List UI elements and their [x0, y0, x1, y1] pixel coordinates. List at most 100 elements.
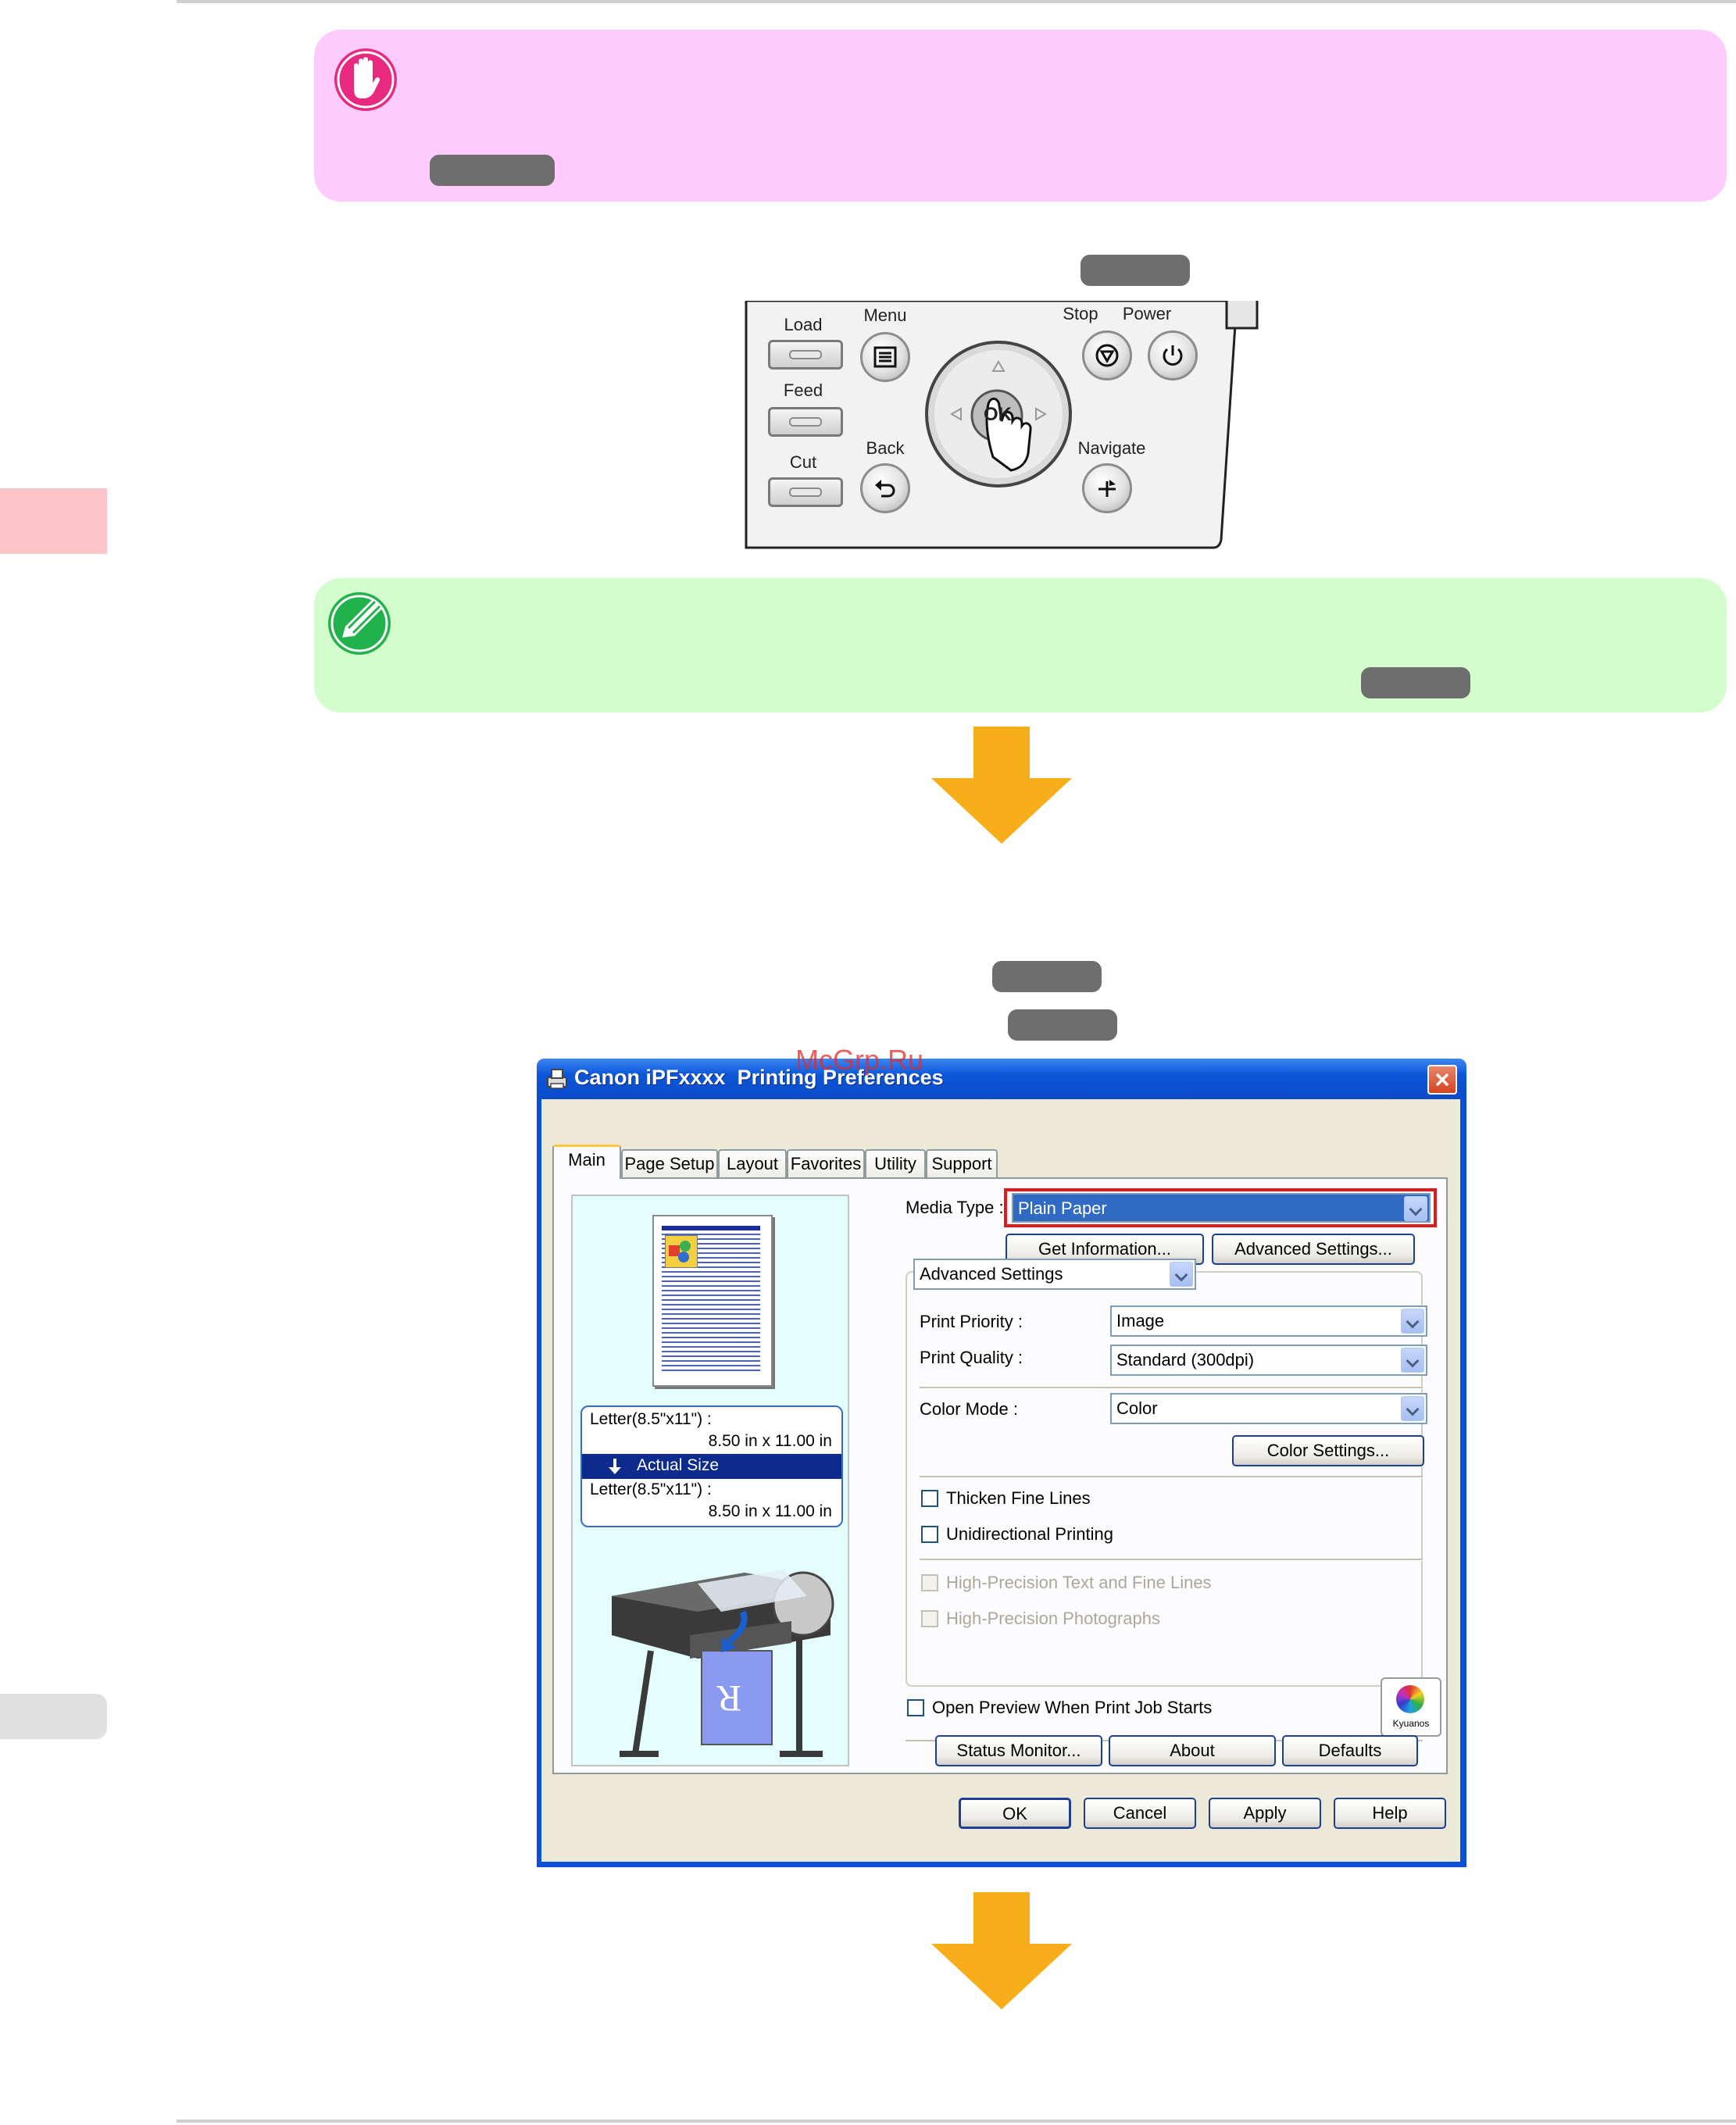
feed-label: Feed [783, 380, 823, 400]
image-thumbnail [665, 1235, 698, 1268]
chevron-down-icon [1404, 1196, 1427, 1221]
power-button [1148, 330, 1198, 380]
high-precision-photos-checkbox [921, 1610, 938, 1627]
svg-text:R: R [716, 1677, 741, 1719]
stop-icon [1095, 344, 1119, 367]
high-precision-photos-label: High-Precision Photographs [946, 1609, 1160, 1628]
apply-button[interactable]: Apply [1209, 1798, 1321, 1829]
back-arrow-icon [875, 480, 895, 498]
open-preview-label: Open Preview When Print Job Starts [932, 1698, 1213, 1717]
scaling-label: Actual Size [637, 1456, 720, 1474]
dialog-title: Canon iPFxxxx Printing Preferences [574, 1066, 944, 1089]
source-paper-name: Letter(8.5"x11") : [590, 1410, 712, 1428]
tab-layout[interactable]: Layout [718, 1149, 787, 1179]
back-button [860, 463, 910, 513]
reference-link[interactable] [1008, 1009, 1117, 1041]
scaling-bar: Actual Size [582, 1454, 841, 1479]
page-side-tab [0, 1694, 107, 1739]
menu-icon [873, 346, 897, 368]
divider [920, 1476, 1423, 1478]
stop-hand-icon [334, 48, 397, 111]
output-paper-size: 8.50 in x 11.00 in [708, 1502, 832, 1520]
reference-link[interactable] [992, 961, 1102, 992]
main-tab-panel: Letter(8.5"x11") : 8.50 in x 11.00 in Ac… [552, 1177, 1448, 1774]
printing-preferences-dialog: Canon iPFxxxx Printing Preferences Main … [537, 1059, 1466, 1867]
cut-label: Cut [789, 452, 817, 472]
top-rule [177, 0, 1736, 3]
ok-button[interactable]: OK [959, 1798, 1071, 1829]
important-callout [314, 30, 1727, 202]
down-arrow-icon [931, 727, 1072, 844]
media-type-label: Media Type : [906, 1198, 1004, 1217]
menu-label: Menu [863, 305, 907, 325]
unidirectional-printing-checkbox[interactable] [921, 1526, 938, 1543]
chevron-down-icon [1401, 1309, 1424, 1334]
pencil-icon [328, 592, 391, 655]
high-precision-text-checkbox [921, 1574, 938, 1591]
advanced-settings-button[interactable]: Advanced Settings... [1212, 1234, 1415, 1265]
down-arrow-icon [609, 1459, 621, 1474]
stop-label: Stop [1063, 304, 1098, 323]
high-precision-text-label: High-Precision Text and Fine Lines [946, 1573, 1212, 1592]
output-paper-name: Letter(8.5"x11") : [590, 1480, 712, 1498]
divider [920, 1559, 1423, 1561]
chapter-side-tab [0, 488, 107, 554]
tab-support[interactable]: Support [926, 1149, 998, 1179]
watermark: McGrp.Ru [795, 1044, 924, 1076]
kyuanos-logo: Kyuanos [1381, 1677, 1441, 1737]
unidirectional-printing-label: Unidirectional Printing [946, 1524, 1113, 1544]
back-label: Back [866, 438, 905, 458]
feed-button [768, 407, 843, 437]
divider [920, 1387, 1423, 1389]
help-button[interactable]: Help [1334, 1798, 1446, 1829]
load-label: Load [784, 315, 823, 334]
reference-link[interactable] [1361, 667, 1470, 698]
reference-link[interactable] [1081, 255, 1190, 286]
settings-mode-select[interactable]: Advanced Settings [913, 1259, 1196, 1290]
power-label: Power [1122, 304, 1172, 323]
source-paper-size: 8.50 in x 11.00 in [708, 1432, 832, 1450]
media-type-select[interactable]: Plain Paper [1012, 1193, 1431, 1223]
page-preview [652, 1215, 773, 1387]
bottom-rule [177, 2120, 1736, 2123]
close-icon [1435, 1073, 1449, 1087]
load-button [768, 340, 843, 370]
dialog-body: Main Page Setup Layout Favorites Utility… [541, 1099, 1460, 1862]
close-button[interactable] [1427, 1065, 1457, 1095]
color-mode-label: Color Mode : [920, 1399, 1018, 1419]
printer-app-icon [547, 1069, 567, 1089]
tab-favorites[interactable]: Favorites [787, 1149, 865, 1179]
navigate-icon [1098, 480, 1116, 497]
status-monitor-button[interactable]: Status Monitor... [935, 1735, 1102, 1766]
note-callout [314, 578, 1727, 712]
dialog-title-bar: Canon iPFxxxx Printing Preferences [537, 1059, 1466, 1099]
navigate-label: Navigate [1077, 438, 1146, 458]
print-quality-select[interactable]: Standard (300dpi) [1110, 1345, 1427, 1376]
color-settings-button[interactable]: Color Settings... [1232, 1435, 1424, 1466]
color-mode-value: Color [1116, 1398, 1158, 1418]
chevron-down-icon [1401, 1348, 1424, 1373]
thicken-fine-lines-checkbox[interactable] [921, 1490, 938, 1507]
open-preview-checkbox[interactable] [907, 1699, 924, 1716]
defaults-button[interactable]: Defaults [1282, 1735, 1418, 1766]
print-priority-select[interactable]: Image [1110, 1305, 1427, 1337]
cancel-button[interactable]: Cancel [1084, 1798, 1196, 1829]
reference-link[interactable] [430, 155, 555, 186]
print-priority-label: Print Priority : [920, 1312, 1023, 1331]
power-icon [1163, 345, 1183, 366]
printer-illustration: R [612, 1570, 834, 1757]
navigate-button [1082, 463, 1132, 513]
cut-button [768, 477, 843, 507]
control-panel-illustration: Load Feed Cut Menu Back OK Stop Power Na… [745, 301, 1260, 551]
settings-mode-value: Advanced Settings [920, 1264, 1063, 1284]
color-mode-select[interactable]: Color [1110, 1393, 1427, 1424]
paper-size-info: Letter(8.5"x11") : 8.50 in x 11.00 in Ac… [580, 1405, 843, 1527]
ok-label: OK [984, 404, 1012, 425]
tab-page-setup[interactable]: Page Setup [621, 1149, 718, 1179]
print-quality-value: Standard (300dpi) [1116, 1350, 1255, 1370]
color-wheel-icon [1396, 1685, 1424, 1713]
tab-main[interactable]: Main [552, 1145, 621, 1179]
about-button[interactable]: About [1109, 1735, 1276, 1766]
kyuanos-label: Kyuanos [1392, 1718, 1430, 1729]
tab-utility[interactable]: Utility [865, 1149, 926, 1179]
